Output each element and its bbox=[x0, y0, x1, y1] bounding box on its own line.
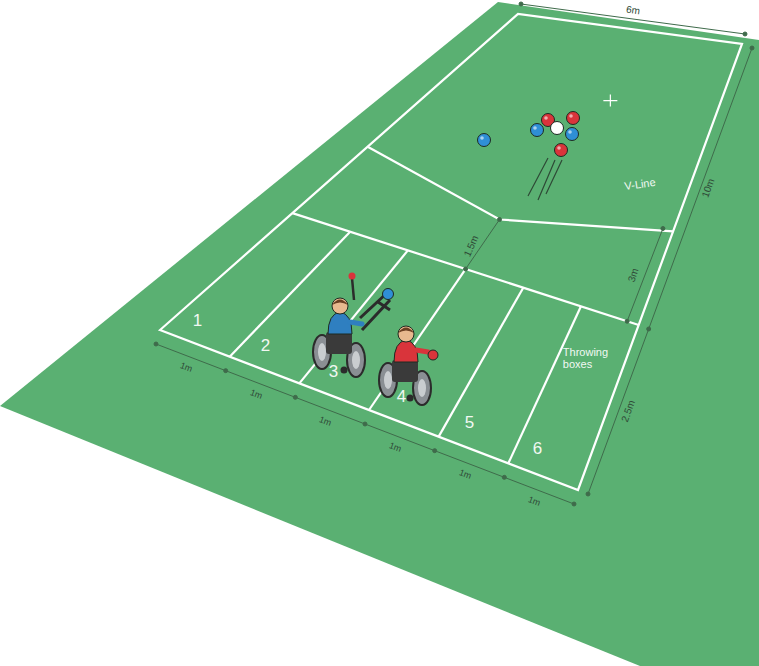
balls bbox=[478, 112, 580, 157]
box-number: 6 bbox=[533, 439, 542, 458]
player-in-wheelchair bbox=[313, 273, 394, 378]
court-label: Throwing boxes bbox=[563, 346, 625, 370]
motion-lines bbox=[528, 158, 562, 200]
dimension-lines bbox=[154, 2, 754, 506]
box-number: 2 bbox=[261, 337, 270, 356]
box-number: 3 bbox=[329, 363, 338, 382]
box-number: 5 bbox=[465, 414, 474, 433]
box-number: 1 bbox=[193, 311, 202, 330]
court-lines bbox=[160, 14, 742, 490]
dimension-label: 6m bbox=[625, 4, 640, 17]
box-number: 4 bbox=[397, 388, 406, 407]
